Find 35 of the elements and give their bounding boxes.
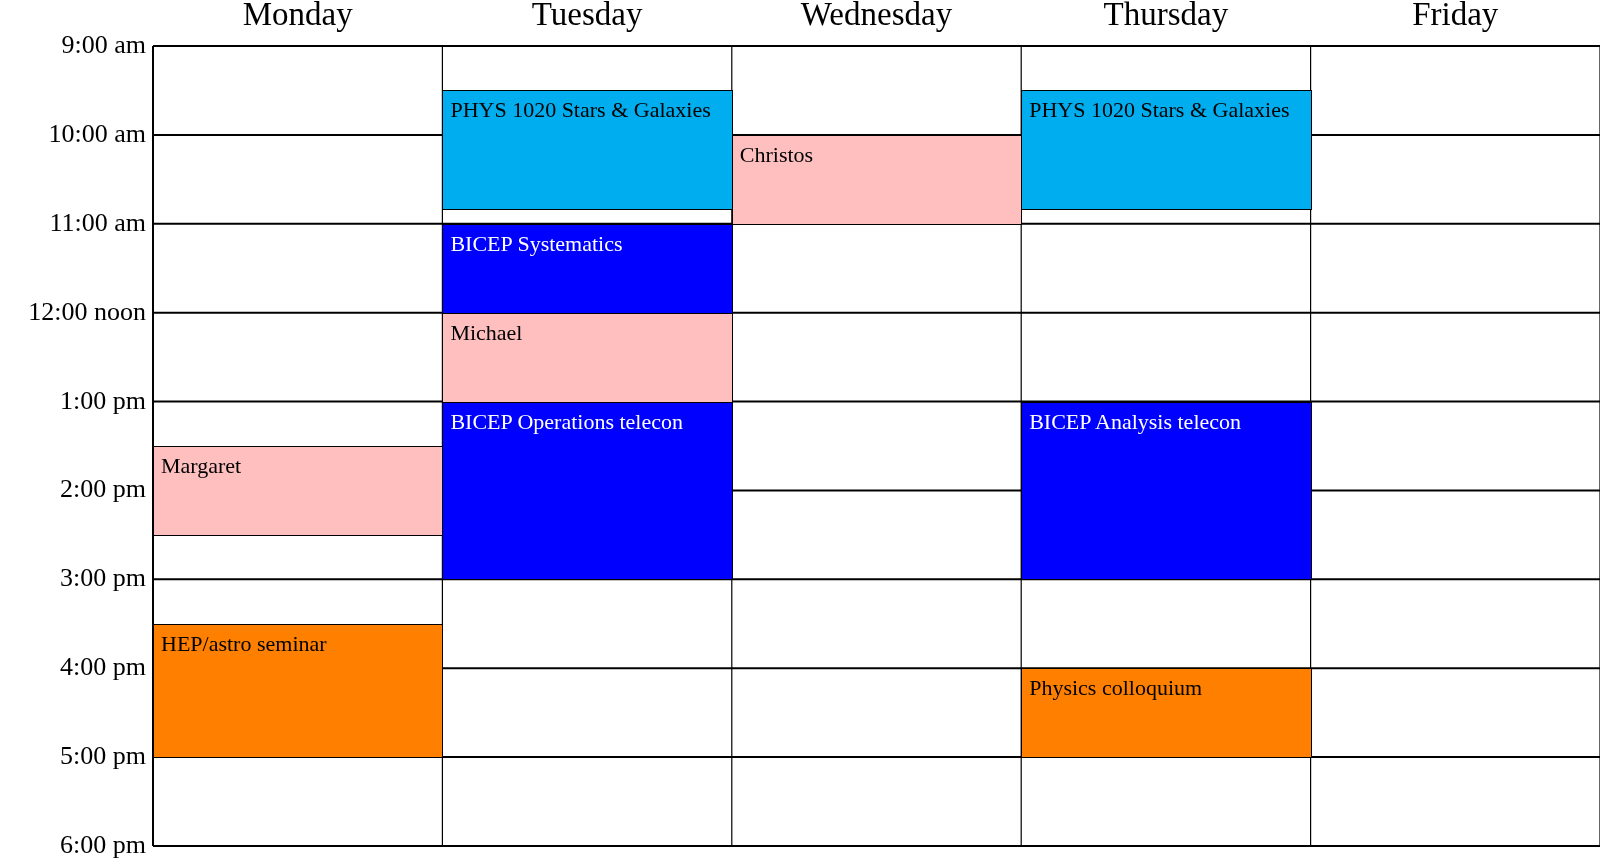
time-label: 10:00 am xyxy=(48,118,146,149)
time-label: 3:00 pm xyxy=(60,563,146,594)
time-label: 2:00 pm xyxy=(60,474,146,505)
time-label: 12:00 noon xyxy=(28,296,146,327)
day-header: Thursday xyxy=(1102,0,1230,33)
event-title: Physics colloquium xyxy=(1029,674,1204,703)
event-block xyxy=(153,623,444,759)
time-label: 9:00 am xyxy=(61,30,146,60)
time-label: 1:00 pm xyxy=(60,385,146,416)
time-label: 5:00 pm xyxy=(60,741,146,772)
event-title: PHYS 1020 Stars & Galaxies xyxy=(1029,96,1291,125)
event-block xyxy=(442,223,733,314)
event-block xyxy=(731,134,1023,225)
event-title: Margaret xyxy=(161,452,243,480)
event-block xyxy=(442,312,733,403)
day-header: Friday xyxy=(1411,0,1500,33)
event-block xyxy=(1021,401,1312,581)
event-title: BICEP Systematics xyxy=(450,229,624,258)
event-block xyxy=(442,401,733,581)
event-title: Christos xyxy=(739,140,815,169)
event-title: PHYS 1020 Stars & Galaxies xyxy=(450,96,712,125)
day-header: Monday xyxy=(241,0,354,33)
event-title: BICEP Operations telecon xyxy=(450,407,684,436)
event-title: Michael xyxy=(450,318,524,347)
event-title: HEP/astro seminar xyxy=(161,629,328,658)
time-label: 4:00 pm xyxy=(60,652,146,683)
event-title: BICEP Analysis telecon xyxy=(1029,407,1243,436)
event-block xyxy=(153,446,444,536)
event-block xyxy=(442,90,733,210)
event-block xyxy=(1021,668,1312,759)
event-block xyxy=(1021,90,1312,210)
time-label: 6:00 pm xyxy=(60,830,146,860)
time-label: 11:00 am xyxy=(49,207,146,238)
day-header: Wednesday xyxy=(799,0,954,33)
day-header: Tuesday xyxy=(530,0,644,33)
